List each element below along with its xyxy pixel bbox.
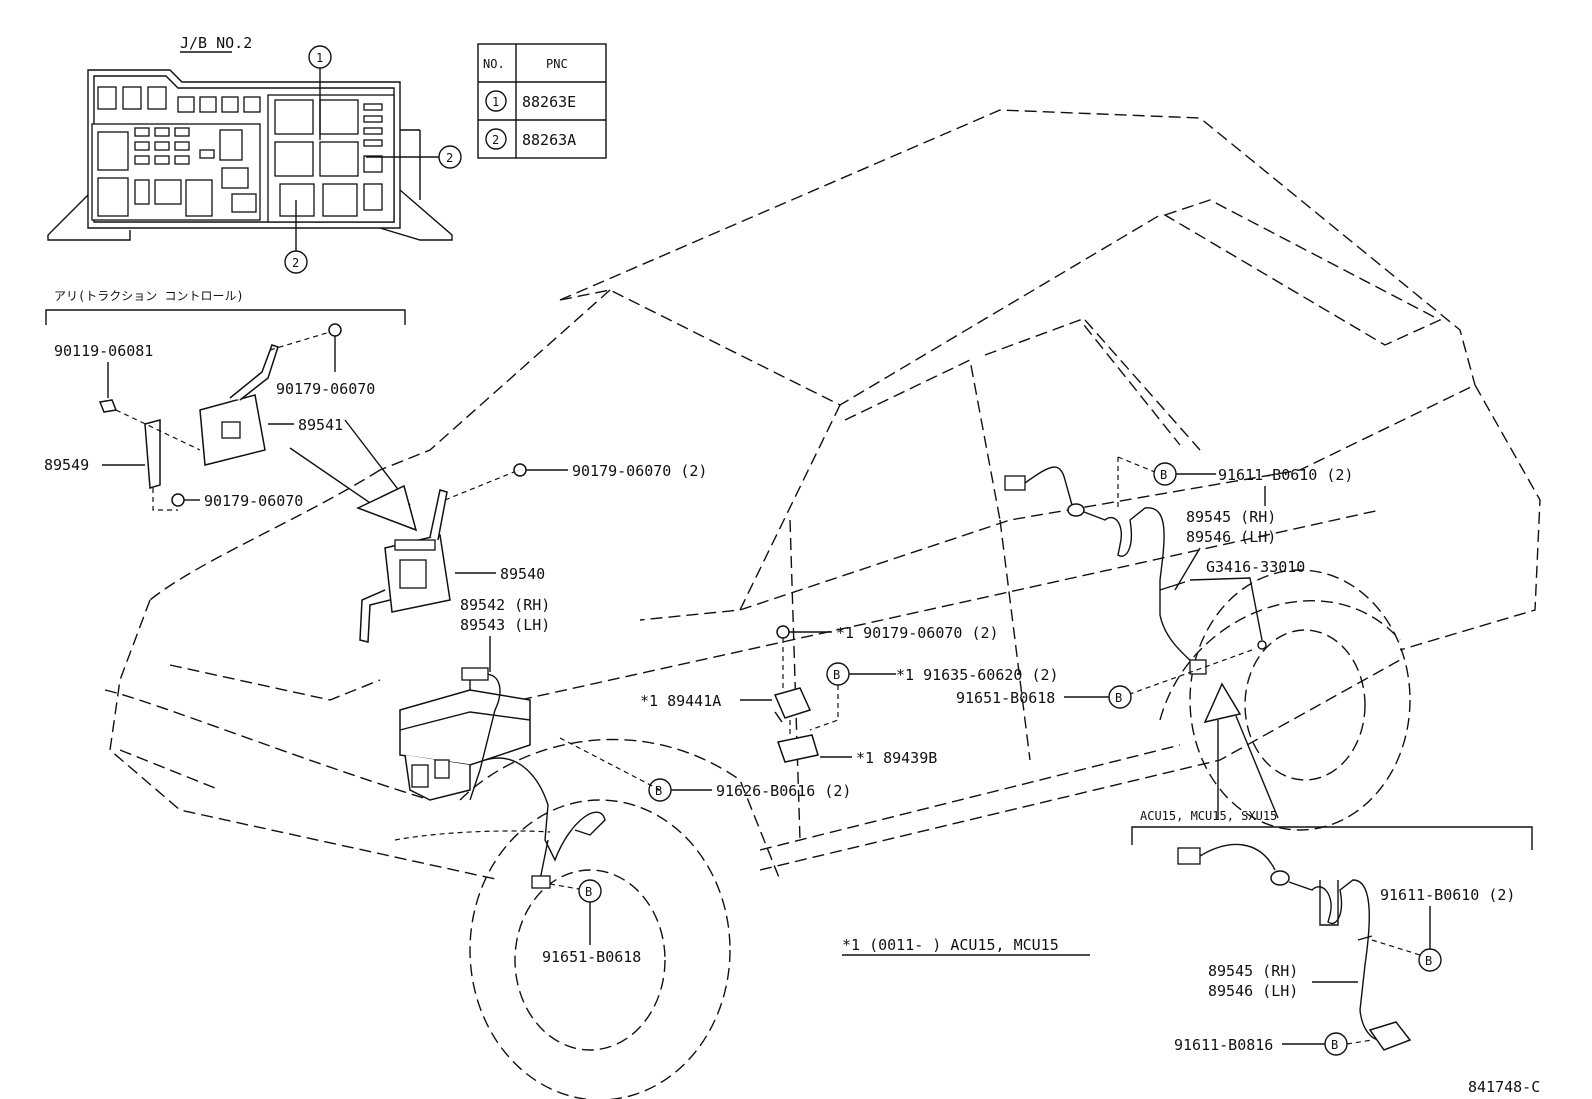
bracket-89549-icon [144,419,161,489]
label-91611-b0610-rear: 91611-B0610 (2) [1218,466,1353,484]
nut-icon [513,463,527,477]
traction-note: アリ(トラクション コントロール) [54,289,244,303]
label-90179-06070-2: 90179-06070 (2) [572,462,707,480]
inset-title: ACU15, MCU15, SXU15 [1140,809,1277,823]
nut-icon [328,323,342,337]
label-g3416-33010: G3416-33010 [1206,558,1305,576]
callout-1: 1 [316,51,323,65]
pnc-header-no: NO. [483,57,505,71]
label-90179-06070-bottom: 90179-06070 [204,492,303,510]
nut-icon [776,625,790,639]
label-89545-rh: 89545 (RH) [1186,508,1276,526]
label-89546-lh: 89546 (LH) [1186,528,1276,546]
actuator-icon [399,689,531,766]
rear-sensor-group: B 91611-B0610 (2) 89545 (RH) 89546 (LH) … [956,456,1353,820]
footnote: *1 (0011- ) ACU15, MCU15 [842,936,1059,954]
inset-label-91611-b0610: 91611-B0610 (2) [1380,886,1515,904]
traction-control-detail: アリ(トラクション コントロール) 90119-06081 90179-0607… [44,289,418,532]
junction-block-title: J/B NO.2 [180,34,252,52]
nut-icon [171,493,185,507]
bolt-icon [98,399,118,413]
bolt-marker: B [1115,691,1122,705]
label-star-89439b: *1 89439B [856,749,937,767]
inset-label-89546-lh: 89546 (LH) [1208,982,1298,1000]
bolt-marker: B [585,885,592,899]
label-89540: 89540 [500,565,545,583]
callout-2a: 2 [446,151,453,165]
pnc-row-2-no: 2 [492,133,499,147]
bolt-marker: B [1331,1038,1338,1052]
inset-label-91611-b0816: 91611-B0816 [1174,1036,1273,1054]
sensor-89441a-icon [773,687,812,719]
label-90179-06070-top: 90179-06070 [276,380,375,398]
label-89541: 89541 [298,416,343,434]
inset-bracket-icon [1368,1021,1412,1051]
sensor-89439b-icon [777,734,819,763]
label-89543-lh: 89543 (LH) [460,616,550,634]
diagram-id: 841748-C [1468,1078,1540,1096]
front-sensor-group: 89542 (RH) 89543 (LH) B 91626-B0616 (2) … [394,596,851,966]
arrow-icon [1203,682,1242,724]
bolt-marker: B [833,668,840,682]
label-89549: 89549 [44,456,89,474]
label-91651-b0618-front: 91651-B0618 [542,948,641,966]
pnc-table: NO. PNC 1 88263E 2 88263A [477,43,607,159]
bolt-marker: B [655,784,662,798]
bolt-marker: B [1160,468,1167,482]
label-star-89441a: *1 89441A [640,692,721,710]
label-star-90179-06070: *1 90179-06070 (2) [836,624,999,642]
label-91651-b0618-rear: 91651-B0618 [956,689,1055,707]
label-89542-rh: 89542 (RH) [460,596,550,614]
label-91626-b0616: 91626-B0616 (2) [716,782,851,800]
computer-89540-group: 90179-06070 (2) 89540 [359,462,707,643]
inset-detail: ACU15, MCU15, SXU15 B 91611-B0610 (2) 89… [1131,809,1540,1096]
inset-label-89545-rh: 89545 (RH) [1208,962,1298,980]
pnc-row-1-value: 88263E [522,93,576,111]
label-90119-06081: 90119-06081 [54,342,153,360]
pnc-row-2-value: 88263A [522,131,576,149]
bolt-marker: B [1425,954,1432,968]
junction-block-no2: J/B NO.2 [47,34,462,274]
pnc-header-pnc: PNC [546,57,568,71]
label-star-91635-60620: *1 91635-60620 (2) [896,666,1059,684]
callout-2b: 2 [292,256,299,270]
arrow-icon [356,484,418,532]
vehicle-outline [104,109,1541,1099]
center-sensor-group: *1 90179-06070 (2) B *1 91635-60620 (2) … [640,624,1090,956]
pnc-row-1-no: 1 [492,95,499,109]
